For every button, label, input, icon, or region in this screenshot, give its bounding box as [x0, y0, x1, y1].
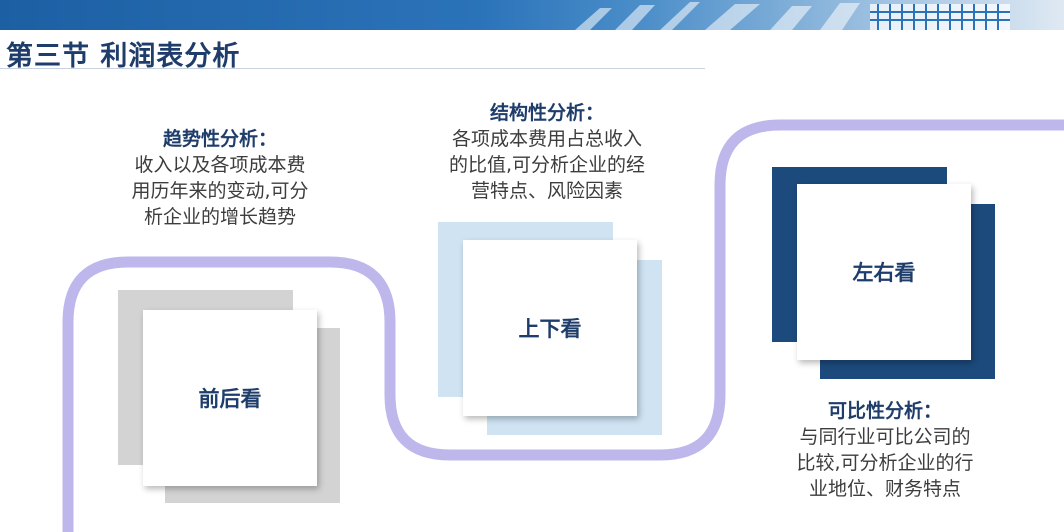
trend-caption: 趋势性分析： 收入以及各项成本费 用历年来的变动,可分 析企业的增长趋势	[100, 126, 340, 230]
building-graphic-icon	[575, 2, 1010, 30]
trend-title: 趋势性分析：	[162, 128, 277, 150]
structure-desc-line: 营特点、风险因素	[470, 180, 623, 202]
structure-desc-line: 各项成本费用占总收入	[451, 128, 642, 150]
page-title: 第三节 利润表分析	[6, 41, 241, 72]
header-banner	[0, 0, 1064, 30]
trend-desc-line: 析企业的增长趋势	[143, 206, 296, 228]
comparative-title: 可比性分析：	[827, 400, 942, 422]
comparative-desc-line: 比较,可分析企业的行	[796, 452, 974, 474]
trend-desc-line: 用历年来的变动,可分	[131, 180, 309, 202]
trend-card: 前后看	[143, 310, 317, 486]
structure-title: 结构性分析：	[489, 102, 604, 124]
comparative-desc-line: 业地位、财务特点	[808, 478, 961, 500]
structure-card: 上下看	[463, 240, 637, 416]
trend-desc-line: 收入以及各项成本费	[134, 154, 306, 176]
title-divider	[0, 68, 705, 69]
trend-card-label: 前后看	[198, 387, 262, 411]
structure-desc-line: 的比值,可分析企业的经	[448, 154, 646, 176]
comparative-caption: 可比性分析： 与同行业可比公司的 比较,可分析企业的行 业地位、财务特点	[760, 398, 1010, 502]
comparative-card: 左右看	[797, 184, 971, 360]
structure-card-label: 上下看	[518, 317, 582, 341]
structure-caption: 结构性分析： 各项成本费用占总收入 的比值,可分析企业的经 营特点、风险因素	[412, 100, 682, 204]
comparative-card-label: 左右看	[852, 261, 916, 285]
comparative-desc-line: 与同行业可比公司的	[799, 426, 971, 448]
